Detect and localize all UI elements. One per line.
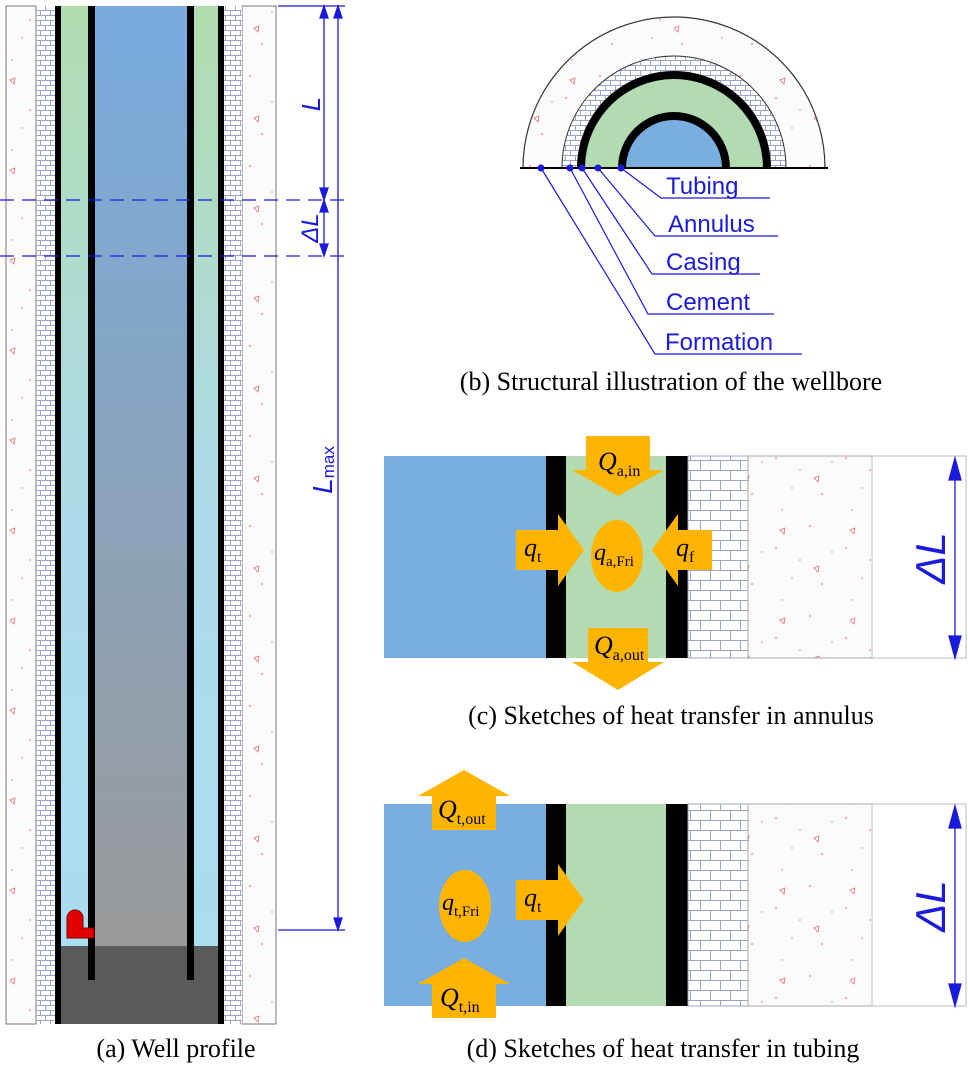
d-q-fri-sub: t,Fri: [454, 904, 479, 920]
d-friction-heat: qt,Fri: [439, 870, 491, 942]
c-q-t-sub: t: [537, 549, 542, 566]
c-q-fri-sym: q: [594, 540, 606, 566]
structure-illustration: Tubing Annulus Casing Cement Formation (…: [460, 16, 882, 396]
svg-text:qa,Fri: qa,Fri: [594, 540, 634, 570]
c-Q-out-sub: a,out: [613, 647, 645, 664]
c-q-t-sym: q: [524, 533, 537, 562]
cement-right: [224, 6, 242, 1024]
c-Q-in-sub: a,in: [617, 463, 641, 480]
layer-label-tubing: Tubing: [666, 173, 739, 200]
d-casing-wall: [666, 804, 688, 1006]
d-Q-in-sub: t,in: [459, 999, 480, 1016]
annulus-sketch: Qa,in qt qf qa,Fri Qa,out ΔL (c) Sketche…: [384, 436, 967, 730]
dim-dL-label: ΔL: [297, 213, 324, 243]
tubing-fluid: [95, 6, 187, 946]
tubing-core: [626, 120, 722, 168]
c-friction-heat: qa,Fri: [591, 520, 643, 592]
svg-text:qt: qt: [524, 883, 542, 916]
formation-left: [5, 5, 37, 1025]
d-formation: [747, 803, 873, 1007]
svg-text:qf: qf: [676, 533, 695, 566]
caption-c: (c) Sketches of heat transfer in annulus: [468, 701, 874, 730]
c-Q-out-sym: Q: [594, 631, 613, 660]
svg-text:Qt,out: Qt,out: [438, 795, 486, 828]
d-q-fri-sym: q: [442, 890, 454, 916]
tubing-wall-left: [88, 6, 95, 980]
caption-a: (a) Well profile: [96, 1034, 255, 1063]
dim-Lmax-main: L: [307, 478, 338, 494]
dim-Lmax-sub: max: [319, 446, 338, 479]
layer-leaders: [540, 167, 802, 355]
d-cement: [687, 803, 749, 1007]
formation-right: [241, 5, 277, 1025]
heater-icon: [66, 909, 95, 939]
casing-left: [55, 6, 61, 1024]
c-q-f-sub: f: [689, 549, 695, 566]
c-arrow-Q-in: Qa,in: [572, 436, 664, 496]
c-arrow-q-t: qt: [516, 514, 584, 586]
d-q-t-sym: q: [524, 883, 537, 912]
d-arrow-Q-in: Qt,in: [418, 958, 510, 1018]
svg-text:Qt,in: Qt,in: [440, 983, 480, 1016]
c-arrow-q-f: qf: [652, 514, 712, 586]
well-profile: L ΔL Lmax (a) Well profile: [0, 3, 345, 1063]
d-arrow-q-t: qt: [516, 864, 584, 936]
d-annulus-fluid: [566, 804, 666, 1006]
c-arrow-Q-out: Qa,out: [572, 628, 664, 690]
caption-d: (d) Sketches of heat transfer in tubing: [467, 1034, 860, 1063]
cement-left: [37, 6, 55, 1024]
tubing-sketch: Qt,out qt,Fri qt Qt,in ΔL (d) Sketches o…: [384, 770, 967, 1063]
svg-text:Qa,out: Qa,out: [594, 631, 645, 664]
dim-Lmax-label: Lmax: [307, 446, 338, 494]
c-dim-label: ΔL: [907, 532, 954, 585]
svg-text:qt,Fri: qt,Fri: [442, 890, 479, 920]
annulus-left: [61, 6, 88, 946]
dimension-L: [278, 3, 345, 933]
d-q-t-sub: t: [537, 899, 542, 916]
d-Q-out-sym: Q: [438, 795, 457, 824]
casing-right: [218, 6, 224, 1024]
layer-label-formation: Formation: [665, 329, 773, 356]
c-dimension: [948, 455, 962, 661]
d-Q-out-sub: t,out: [457, 811, 486, 828]
d-arrow-Q-out: Qt,out: [418, 770, 510, 830]
layer-label-annulus: Annulus: [668, 211, 755, 238]
c-q-fri-sub: a,Fri: [606, 554, 634, 570]
svg-text:Qa,in: Qa,in: [598, 447, 640, 480]
c-q-f-sym: q: [676, 533, 689, 562]
c-formation: [747, 455, 873, 659]
annulus-right: [194, 6, 218, 946]
bottom-plug: [61, 946, 218, 1024]
dim-L-label: L: [296, 97, 326, 111]
c-Q-in-sym: Q: [598, 447, 617, 476]
caption-b: (b) Structural illustration of the wellb…: [460, 367, 882, 396]
tubing-wall-right: [187, 6, 194, 980]
layer-label-cement: Cement: [666, 289, 750, 316]
d-dim-label: ΔL: [907, 880, 954, 933]
d-Q-in-sym: Q: [440, 983, 459, 1012]
svg-text:qt: qt: [524, 533, 542, 566]
d-dimension: [948, 803, 962, 1009]
layer-label-casing: Casing: [666, 249, 741, 276]
